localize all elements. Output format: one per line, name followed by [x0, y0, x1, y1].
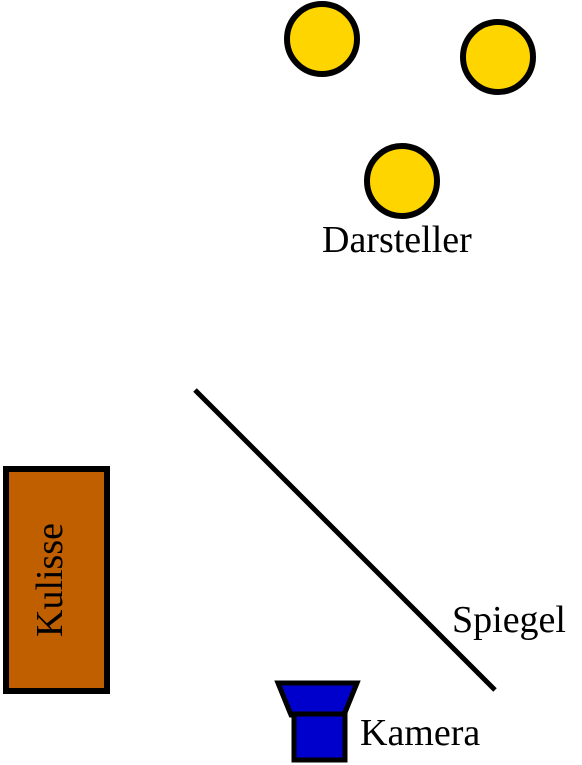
performers-label: Darsteller [322, 219, 472, 261]
performer-circle-2 [460, 19, 536, 95]
mirror-label: Spiegel [452, 599, 566, 641]
camera-body [291, 711, 348, 763]
mirror-line [193, 388, 497, 692]
backdrop-group: Kulisse [3, 466, 110, 694]
mirror-group: Spiegel [193, 388, 566, 692]
camera-label: Kamera [360, 712, 480, 754]
performer-circle-3 [364, 143, 440, 219]
camera-group: Kamera [274, 680, 480, 763]
performer-circle-1 [284, 1, 360, 77]
performers-group: Darsteller [284, 1, 536, 261]
backdrop-label: Kulisse [29, 523, 71, 637]
backdrop-rect [3, 466, 110, 694]
camera-lens [274, 680, 361, 718]
